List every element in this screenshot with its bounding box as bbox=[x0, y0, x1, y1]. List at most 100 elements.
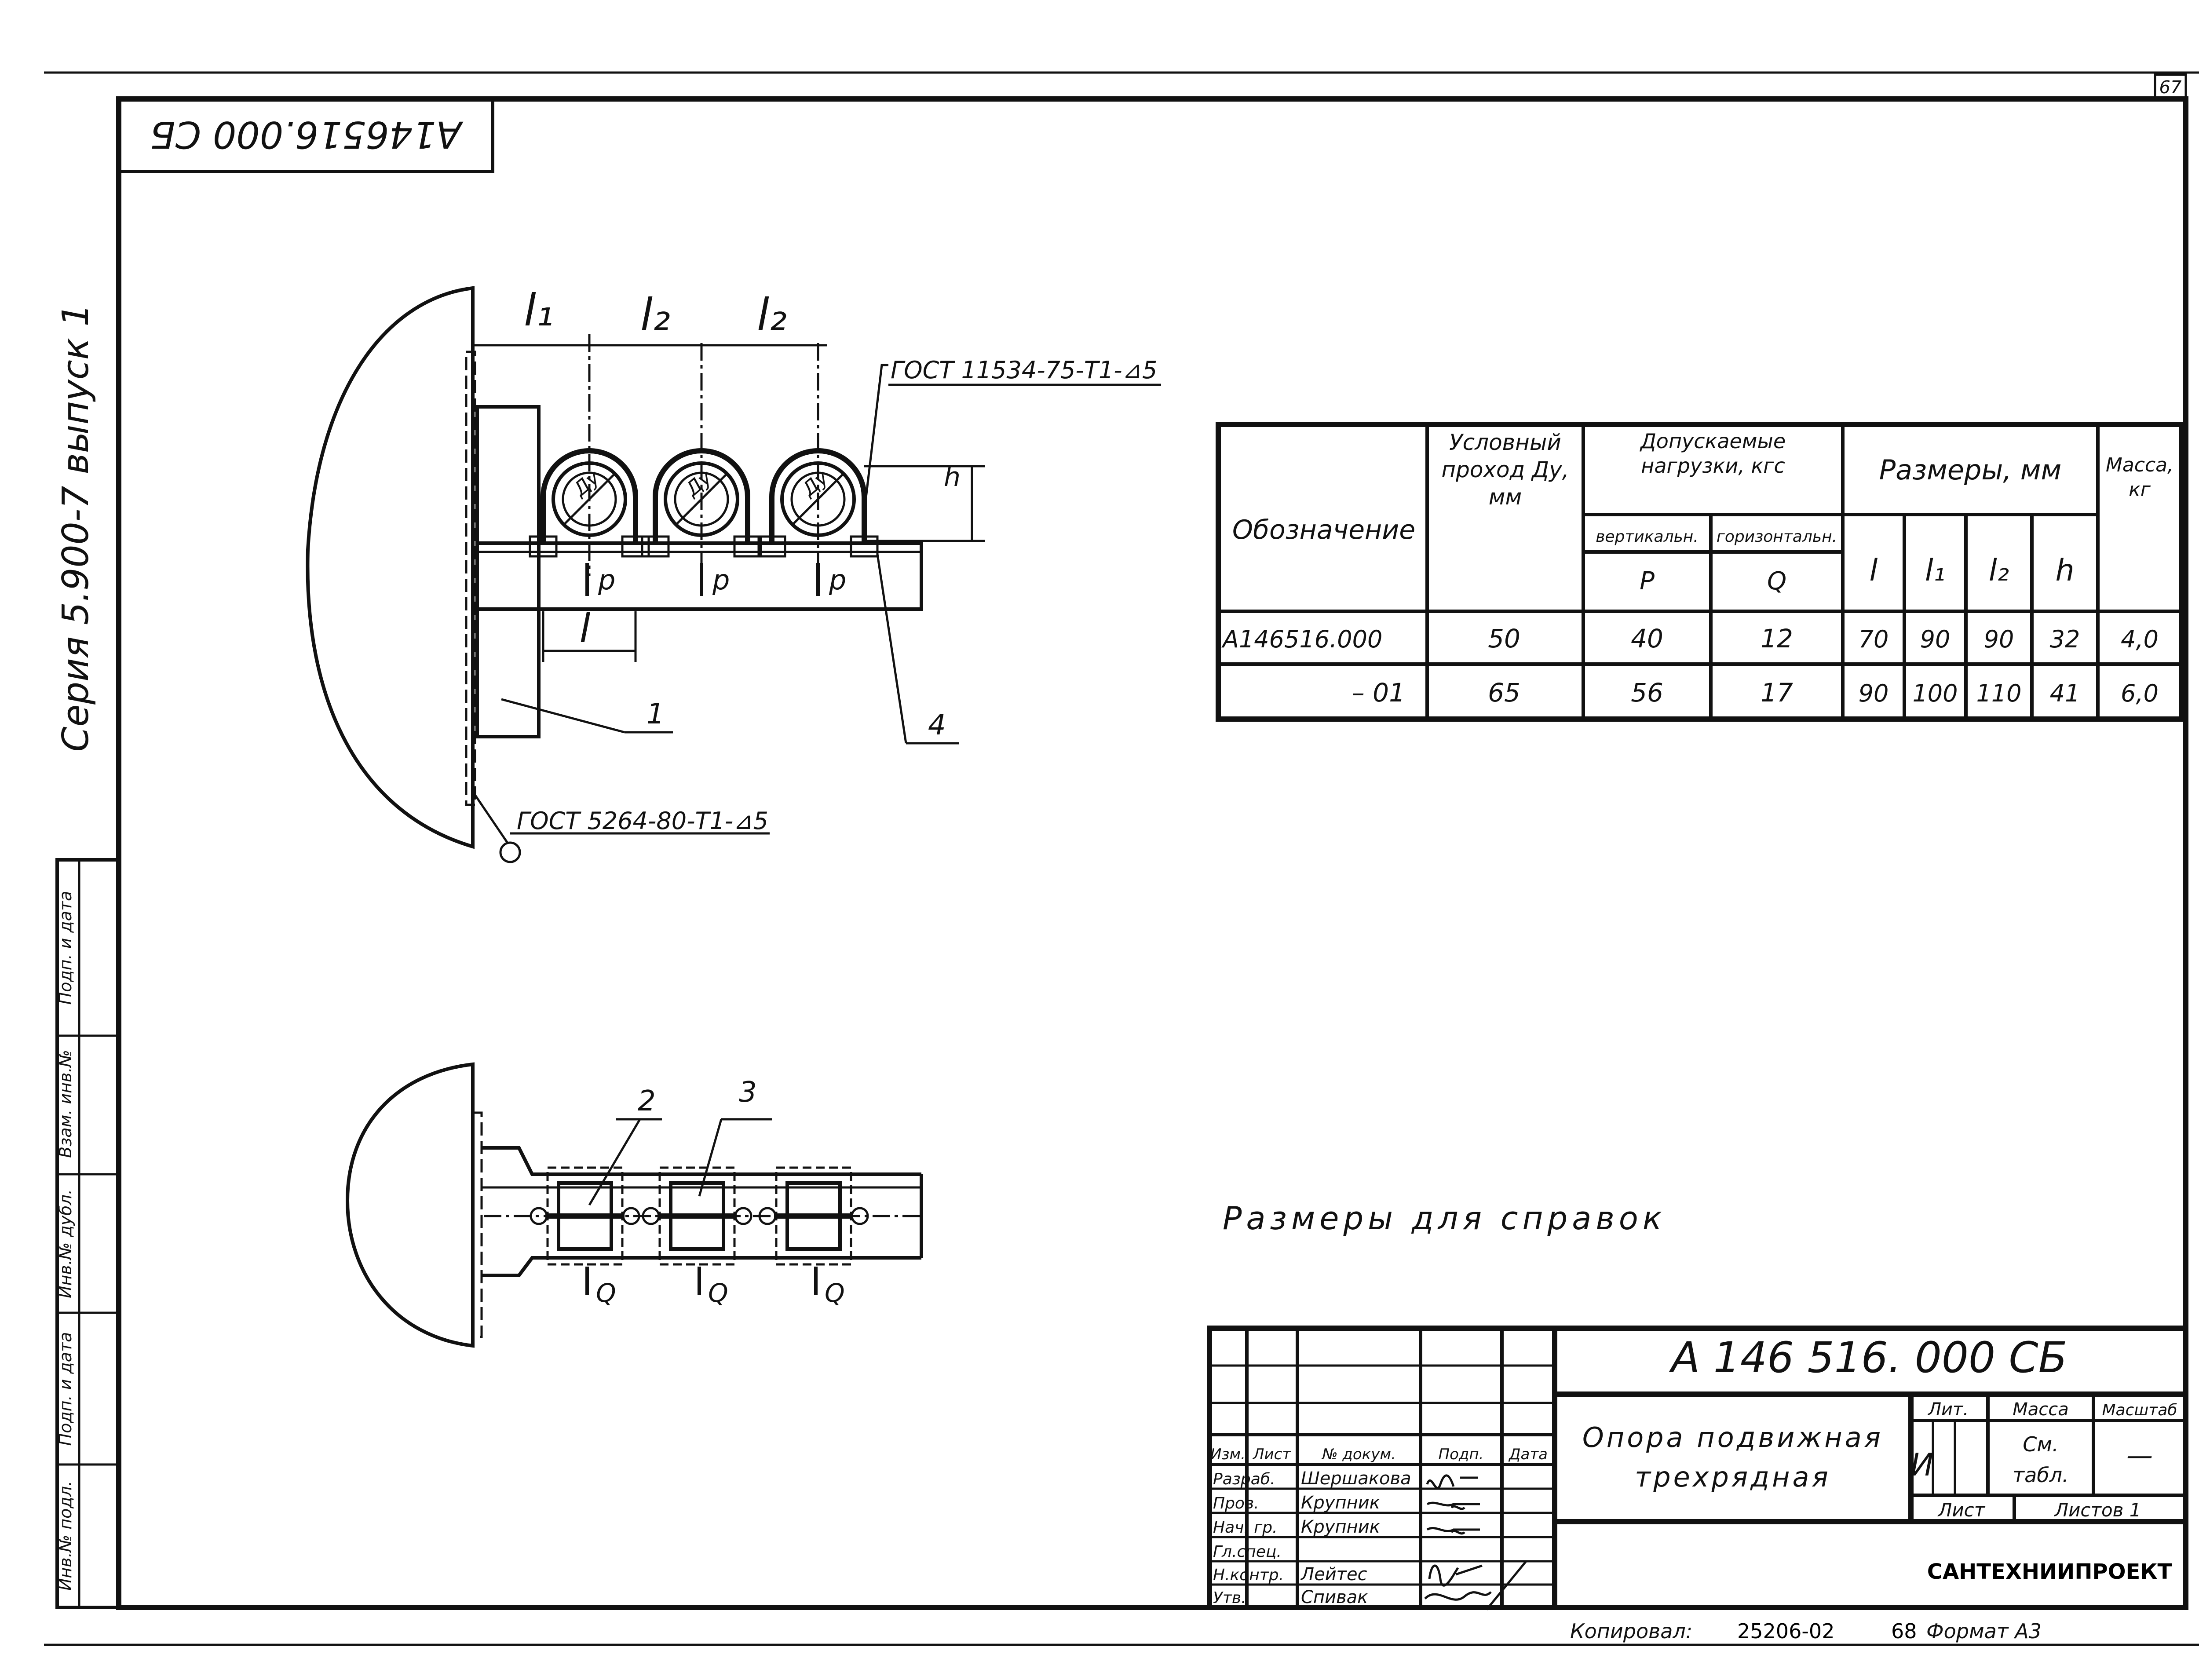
th-l: l bbox=[1870, 553, 1878, 588]
lit-label: Лит. bbox=[1927, 1399, 1969, 1420]
th-p: P bbox=[1640, 567, 1655, 595]
svg-text:40: 40 bbox=[1631, 624, 1663, 654]
svg-text:41: 41 bbox=[2050, 679, 2080, 707]
svg-text:Разраб.: Разраб. bbox=[1213, 1470, 1275, 1488]
svg-text:– 01: – 01 bbox=[1352, 678, 1405, 708]
th-l2: l₂ bbox=[1989, 553, 2009, 588]
svg-text:Утв.: Утв. bbox=[1213, 1589, 1246, 1607]
load-q-label: Q bbox=[708, 1278, 728, 1308]
col-podp: Подп. bbox=[1439, 1446, 1484, 1463]
dim-l2b-label: l₂ bbox=[757, 289, 787, 340]
col-data: Дата bbox=[1508, 1446, 1548, 1463]
svg-text:Пров.: Пров. bbox=[1213, 1494, 1259, 1512]
reference-note: Размеры для справок bbox=[1223, 1200, 1666, 1237]
th-sizes: Размеры, мм bbox=[1879, 454, 2062, 486]
th-l1: l₁ bbox=[1925, 553, 1945, 588]
organization-name: САНТЕХНИИПРОЕКТ bbox=[1927, 1559, 2172, 1584]
svg-text:Лейтес: Лейтес bbox=[1300, 1564, 1367, 1585]
th-nominal: Условный проход Ду, мм bbox=[1441, 430, 1569, 510]
col-izm: Изм. bbox=[1210, 1446, 1246, 1463]
col-list: Лист bbox=[1252, 1446, 1291, 1463]
svg-text:90: 90 bbox=[1859, 679, 1889, 707]
th-q: Q bbox=[1767, 567, 1786, 595]
sheets-label: Листов 1 bbox=[2054, 1499, 2141, 1521]
strip-label-vzam: Взам. инв.№ bbox=[56, 1050, 75, 1158]
callout-4: 4 bbox=[928, 709, 946, 741]
weld-bottom-label: ГОСТ 5264-80-Т1-⊿5 bbox=[517, 807, 768, 835]
support-front-view: Ду Ду Ду l₁ l₂ l₂ ГО bbox=[306, 285, 1161, 863]
footer-page: 68 bbox=[1891, 1619, 1917, 1643]
load-q-label: Q bbox=[825, 1278, 845, 1308]
beam bbox=[475, 541, 923, 611]
callout-3: 3 bbox=[739, 1076, 757, 1109]
th-designation: Обозначение bbox=[1232, 515, 1415, 545]
svg-text:Нач. гр.: Нач. гр. bbox=[1213, 1519, 1278, 1537]
dim-l2a-label: l₂ bbox=[640, 289, 670, 340]
svg-text:100: 100 bbox=[1912, 679, 1958, 707]
th-horizontal: горизонтальн. bbox=[1717, 528, 1837, 546]
strip-label-dubl: Инв.№ дубл. bbox=[56, 1189, 75, 1298]
th-mass: Масса, кг bbox=[2105, 454, 2174, 501]
footer-order: 25206-02 bbox=[1737, 1619, 1834, 1643]
dim-l1-label: l₁ bbox=[524, 285, 554, 336]
svg-text:50: 50 bbox=[1488, 624, 1520, 654]
svg-text:90: 90 bbox=[1920, 625, 1951, 653]
svg-text:12: 12 bbox=[1761, 624, 1793, 654]
load-p-label: p bbox=[829, 564, 846, 596]
load-p-label: p bbox=[598, 564, 615, 596]
sheet-number: 67 bbox=[2159, 77, 2182, 98]
svg-text:6,0: 6,0 bbox=[2121, 679, 2159, 707]
svg-text:Крупник: Крупник bbox=[1301, 1493, 1380, 1513]
lit-value: И bbox=[1910, 1447, 1933, 1483]
wall-section bbox=[306, 286, 475, 849]
left-strip bbox=[55, 858, 121, 1609]
dim-l-label: l bbox=[579, 606, 590, 652]
pipe-du-label: Ду bbox=[569, 466, 604, 501]
support-plan-view: Q Q Q 2 3 bbox=[345, 1062, 923, 1348]
callout-2: 2 bbox=[638, 1085, 656, 1118]
bracket-plate bbox=[475, 405, 541, 738]
svg-text:A146516.000: A146516.000 bbox=[1221, 625, 1382, 653]
weld-top-label: ГОСТ 11534-75-Т1-⊿5 bbox=[891, 356, 1157, 384]
load-q-label: Q bbox=[596, 1278, 616, 1308]
th-h: h bbox=[2055, 553, 2074, 588]
mass-label: Масса bbox=[2013, 1399, 2069, 1420]
svg-text:32: 32 bbox=[2050, 625, 2080, 653]
pipe-du-label: Ду bbox=[797, 466, 833, 501]
svg-text:Спивак: Спивак bbox=[1301, 1587, 1368, 1607]
callout-1: 1 bbox=[647, 698, 665, 730]
footer-copied: Копировал: bbox=[1570, 1619, 1692, 1643]
table-row: – 01 65 56 17 90 100 110 41 6,0 bbox=[1352, 678, 2159, 708]
svg-text:Шершакова: Шершакова bbox=[1301, 1468, 1411, 1489]
th-vertical: вертикальн. bbox=[1596, 528, 1699, 546]
signatures bbox=[1424, 1474, 1527, 1611]
mass-value-2: табл. bbox=[2013, 1463, 2068, 1487]
pipe-du-label: Ду bbox=[681, 466, 716, 501]
col-doc: № докум. bbox=[1321, 1446, 1396, 1463]
svg-text:70: 70 bbox=[1859, 625, 1889, 653]
footer-format: Формат А3 bbox=[1926, 1619, 2042, 1643]
series-label: Серия 5.900-7 выпуск 1 bbox=[55, 303, 97, 752]
drawing-frame bbox=[116, 96, 2188, 1610]
svg-text:Крупник: Крупник bbox=[1301, 1517, 1380, 1537]
sheet-number-box bbox=[2154, 73, 2187, 100]
top-stamp-box bbox=[117, 97, 494, 173]
svg-text:110: 110 bbox=[1976, 679, 2021, 707]
svg-text:56: 56 bbox=[1631, 678, 1663, 708]
scale-label: Масштаб bbox=[2102, 1401, 2177, 1419]
footer: Копировал: 25206-02 68 Формат А3 bbox=[1570, 1619, 2042, 1643]
svg-text:Н.контр.: Н.контр. bbox=[1213, 1566, 1284, 1584]
strip-label-podp-data-1: Подп. и дата bbox=[56, 891, 75, 1005]
svg-text:90: 90 bbox=[1984, 625, 2014, 653]
dim-h-label: h bbox=[944, 462, 961, 493]
table-row: A146516.000 50 40 12 70 90 90 32 4,0 bbox=[1221, 624, 2159, 654]
th-loads: Допускаемые нагрузки, кгс bbox=[1640, 429, 1786, 478]
svg-text:Гл.спец.: Гл.спец. bbox=[1213, 1543, 1282, 1561]
svg-text:65: 65 bbox=[1488, 678, 1520, 708]
scale-value: — bbox=[2126, 1440, 2153, 1471]
spec-table: Обозначение Условный проход Ду, мм Допус… bbox=[1216, 422, 2184, 722]
embedded-plate bbox=[465, 351, 476, 806]
svg-text:4,0: 4,0 bbox=[2121, 625, 2159, 653]
sheet-label: Лист bbox=[1937, 1499, 1986, 1521]
